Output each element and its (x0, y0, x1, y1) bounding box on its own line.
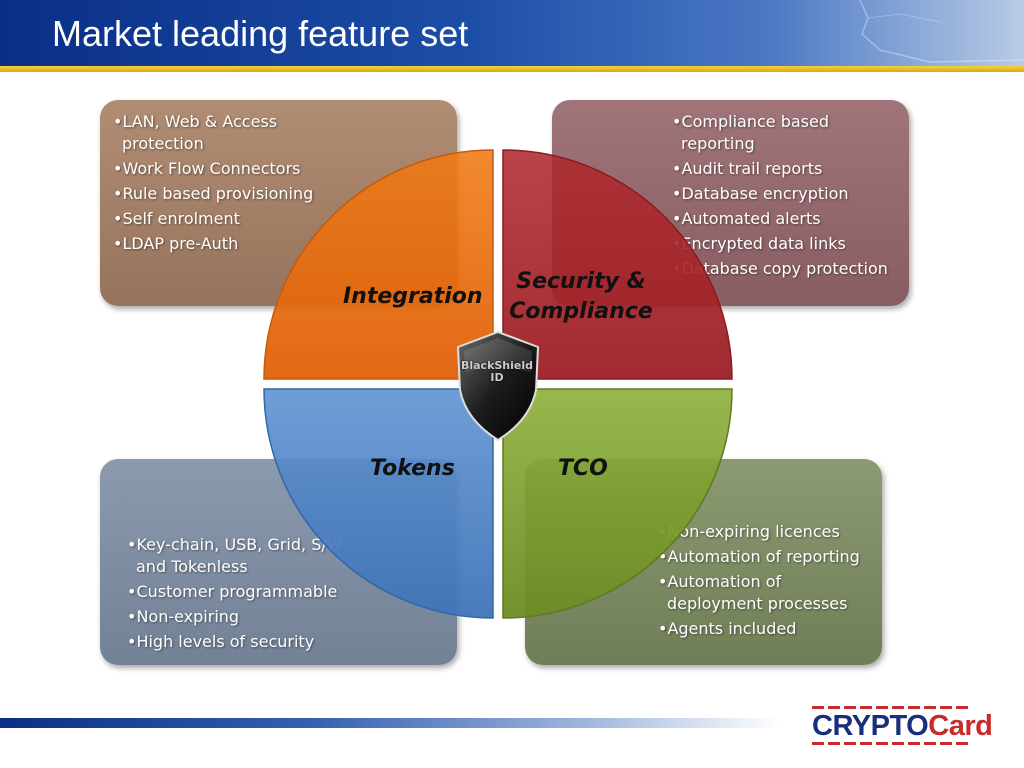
blackshield-id-badge: BlackShield ID (456, 360, 538, 384)
list-item: Automated alerts (672, 208, 902, 230)
list-item: LAN, Web & Access protection (113, 111, 353, 155)
tokens-label: Tokens (370, 456, 455, 481)
list-item: Key-chain, USB, Grid, S/W and Tokenless (127, 534, 357, 578)
list-item: Agents included (658, 618, 880, 640)
list-item: Work Flow Connectors (113, 158, 353, 180)
list-item: Automation of reporting (658, 546, 880, 568)
cryptocard-logo: CRYPTOCard (812, 704, 993, 748)
logo-wordmark: CRYPTOCard (812, 708, 993, 744)
logo-bottom-dashes (812, 742, 968, 745)
shield-icon (456, 330, 540, 442)
list-item: Non-expiring (127, 606, 357, 628)
tco-label: TCO (558, 456, 608, 481)
list-item: Customer programmable (127, 581, 357, 603)
footer-bar (0, 718, 780, 728)
security-feature-list: Compliance based reporting Audit trail r… (672, 111, 902, 283)
list-item: Non-expiring licences (658, 521, 880, 543)
security-label-line2: Compliance (509, 299, 653, 324)
slide-title: Market leading feature set (52, 13, 469, 54)
shield-highlight (464, 338, 532, 372)
logo-top-dashes (812, 706, 968, 709)
list-item: Automation of deployment processes (658, 571, 880, 615)
badge-line1: BlackShield (460, 359, 534, 372)
tco-feature-list: Non-expiring licences Automation of repo… (658, 521, 880, 643)
security-label-line1: Security & (516, 269, 646, 294)
security-compliance-label: Security & Compliance (505, 267, 657, 327)
slide-header: Market leading feature set (0, 0, 1024, 68)
integration-label: Integration (343, 284, 483, 309)
list-item: Rule based provisioning (113, 183, 353, 205)
list-item: Encrypted data links (672, 233, 902, 255)
list-item: Compliance based reporting (672, 111, 902, 155)
list-item: LDAP pre-Auth (113, 233, 353, 255)
logo-word-crypto: CRYPTO (812, 710, 929, 742)
crack-texture (859, 0, 1024, 63)
tco-quadrant (502, 388, 733, 619)
integration-quadrant (263, 149, 494, 380)
list-item: High levels of security (127, 631, 357, 653)
list-item: Database copy protection (672, 258, 902, 280)
list-item: Audit trail reports (672, 158, 902, 180)
integration-feature-list: LAN, Web & Access protection Work Flow C… (113, 111, 353, 258)
list-item: Self enrolment (113, 208, 353, 230)
security-quadrant (502, 149, 733, 380)
badge-line2: ID (490, 371, 504, 384)
logo-word-card: Card (928, 710, 993, 742)
tokens-feature-list: Key-chain, USB, Grid, S/W and Tokenless … (127, 534, 357, 656)
header-gold-rule (0, 66, 1024, 72)
tokens-quadrant (263, 388, 494, 619)
list-item: Database encryption (672, 183, 902, 205)
